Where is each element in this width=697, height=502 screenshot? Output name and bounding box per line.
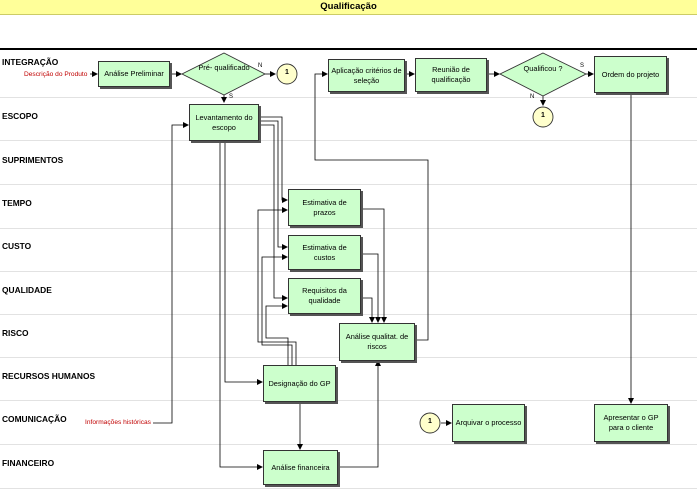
lane-label-recursos-humanos: RECURSOS HUMANOS [2,371,96,381]
note-informacoes-historicas: Informações históricas [85,419,151,426]
activity-analise-preliminar[interactable]: Análise Preliminar [98,61,170,87]
connector-label-2: 1 [541,112,545,119]
connector-circle-3 [419,412,441,434]
flow-line [153,122,189,424]
lane-label-custo: CUSTO [2,241,32,251]
lane-label-financeiro: FINANCEIRO [2,458,55,468]
lane-label-risco: RISCO [2,328,29,338]
activity-levantamento-escopo[interactable]: Levantamento do escopo [189,104,259,141]
connector-label-3: 1 [428,418,432,425]
decision-label-qualificou[interactable]: Qualificou ? [523,64,563,73]
branch-label-no: N [258,63,263,69]
activity-estimativa-prazos[interactable]: Estimativa de prazos [288,189,361,226]
lane-separator [0,400,697,401]
activity-aplicacao-criterios[interactable]: Aplicação critérios de seleção [328,59,405,92]
activity-analise-financeira[interactable]: Análise financeira [263,450,338,485]
branch-label-yes: S [580,63,585,69]
flow-line [361,253,381,323]
activity-analise-riscos[interactable]: Análise qualitat. de riscos [339,323,415,361]
decision-shape-qualificou [498,52,588,97]
diagram-title: Qualificação [0,0,697,15]
lane-label-integracao: INTEGRAÇÃO [2,57,59,67]
lane-label-tempo: TEMPO [2,198,32,208]
flow-line [259,116,288,203]
activity-reuniao-qualificacao[interactable]: Reunião de qualificação [415,58,487,92]
flow-line [261,254,293,365]
decision-label-pre-qualificado[interactable]: Pré- qualificado [198,63,250,72]
branch-label-yes: S [229,94,234,100]
activity-apresentar-gp[interactable]: Apresentar o GP para o cliente [594,404,668,442]
lane-separator [0,184,697,185]
lane-separator [0,444,697,445]
connector-label-1: 1 [285,69,289,76]
lane-separator [0,97,697,98]
lane-separator [0,48,697,50]
flow-line [361,208,387,323]
flow-line [338,360,381,468]
flow-line [219,141,263,470]
decision-shape-pre-qualificado [180,52,266,96]
lane-separator [0,314,697,315]
flow-line [257,207,297,365]
lane-separator [0,271,697,272]
activity-requisitos-qualidade[interactable]: Requisitos da qualidade [288,278,361,314]
flow-line [224,141,263,385]
activity-estimativa-custos[interactable]: Estimativa de custos [288,235,361,270]
connector-circle-1 [276,63,298,85]
flow-line [314,71,429,341]
lane-label-suprimentos: SUPRIMENTOS [2,155,64,165]
connector-circle-2 [532,106,554,128]
lane-label-qualidade: QUALIDADE [2,285,52,295]
lane-label-comunicacao: COMUNICAÇÃO [2,414,67,424]
lane-separator [0,488,697,489]
flow-line [265,303,289,365]
lane-separator [0,228,697,229]
branch-label-no: N [530,94,535,100]
flow-line [259,124,288,301]
activity-arquivar-processo[interactable]: Arquivar o processo [452,404,525,442]
lane-label-escopo: ESCOPO [2,111,38,121]
lane-separator [0,140,697,141]
flow-line [259,120,288,250]
activity-designacao-gp[interactable]: Designação do GP [263,365,336,402]
activity-ordem-projeto[interactable]: Ordem do projeto [594,56,667,93]
note-descricao-produto: Descrição do Produto [24,71,88,78]
flow-line [361,297,375,323]
